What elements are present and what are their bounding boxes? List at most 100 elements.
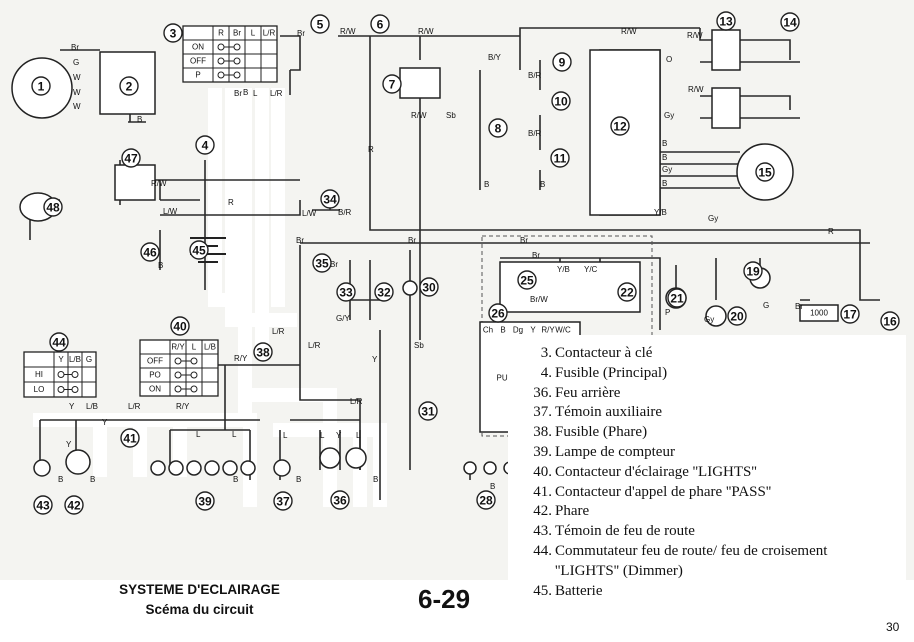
svg-text:2: 2 [126,80,133,94]
meter-lamps-39 [150,460,256,476]
svg-text:25: 25 [520,274,534,288]
wire-label: R/W [621,27,637,36]
relay-7-box [399,67,441,99]
legend-item-number: 44. [533,543,552,559]
wire-label: W [73,73,81,82]
component-marker-11: 11 [550,148,570,168]
wire-label: Br/W [530,295,548,304]
legend-item-number: 37. [533,404,552,421]
wire-label: B/Y [488,53,502,62]
component-marker-37: 37 [273,491,293,511]
wire-label: B/R [528,129,542,138]
wire-label: Y/C [584,265,598,274]
component-marker-2: 2 [119,76,139,96]
wire-label: Y [336,431,342,440]
svg-text:11: 11 [554,152,567,166]
wire-label: Br [234,89,242,98]
component-marker-9: 9 [552,52,572,72]
box-26-label: W/C [555,326,571,335]
svg-text:39: 39 [198,495,212,509]
wire-label: Sb [414,341,424,350]
component-marker-13: 13 [716,11,736,31]
wire-label: Br [330,260,338,269]
wire-label: L/R [270,89,283,98]
wire-label: Y [102,418,108,427]
svg-text:41: 41 [123,432,137,446]
legend-item-number: 45. [533,582,552,599]
component-marker-14: 14 [780,12,800,32]
wire-label: Br [296,236,304,245]
switch-row-label: OFF [190,57,206,66]
component-marker-46: 46 [140,242,160,262]
wire-label: G [73,58,79,67]
wire-label: B [540,180,545,189]
svg-text:16: 16 [883,315,897,329]
wire-label: R [228,198,234,207]
wire-label: R/W [688,85,704,94]
legend-item-text: Fusible (Principal) [555,364,668,381]
wire-label: Br [795,302,803,311]
component-marker-32: 32 [374,282,394,302]
box-26-label: Y [530,326,536,335]
wire-label: R/W [411,111,427,120]
component-marker-40: 40 [170,316,190,336]
component-marker-35: 35 [312,253,332,273]
switch-header: R [218,29,224,38]
wire-label: L [196,430,201,439]
switch-row-label: P [195,71,200,80]
wire-label: R/Y [176,402,190,411]
wire-label: Sb [446,111,456,120]
switch-row-label: ON [192,43,204,52]
switch-header: L/B [69,355,81,364]
wire-label: R [368,145,374,154]
page-number: 30 [886,620,900,634]
switch-row-label: PO [149,371,161,380]
svg-text:20: 20 [730,310,744,324]
diagram-subtitle: Scéma du circuit [145,602,254,617]
meter-17-value: 1000 [810,309,828,318]
horn-13b [711,87,741,129]
wire-label: R/W [151,179,167,188]
wire-label: L [320,431,325,440]
svg-text:32: 32 [377,286,391,300]
component-marker-3: 3 [163,23,183,43]
switch-header: L/R [263,29,276,38]
wire-label: B [373,475,378,484]
wire-label: L/W [163,207,178,216]
lamp-30 [402,280,418,296]
svg-text:47: 47 [124,152,138,166]
svg-text:5: 5 [317,18,324,32]
component-marker-4: 4 [195,135,215,155]
lamp-37 [273,459,291,477]
component-marker-22: 22 [617,282,637,302]
svg-text:13: 13 [719,15,733,29]
legend-item-text: Témoin de feu de route [555,523,695,540]
switch-row-label: OFF [147,357,163,366]
legend-item-number: 40. [533,463,552,480]
box-26-label: B [500,326,505,335]
wire-label: Gy [662,165,672,174]
component-marker-33: 33 [336,282,356,302]
svg-text:15: 15 [758,166,772,180]
wire-label: B [243,88,248,97]
wire-label: W [73,88,81,97]
component-marker-20: 20 [727,306,747,326]
svg-text:48: 48 [46,201,60,215]
wire-label: B [662,139,667,148]
component-marker-42: 42 [64,495,84,515]
component-marker-1: 1 [31,76,51,96]
wire-label: Gy [664,111,674,120]
svg-text:3: 3 [170,27,177,41]
legend-item-number: 3. [540,345,552,361]
wire-label: B [484,180,489,189]
legend-item-text: Fusible (Phare) [555,424,648,441]
page-code: 6-29 [418,584,471,614]
svg-text:34: 34 [323,193,337,207]
meter-17-box [799,304,839,322]
wire-label: L/R [308,341,321,350]
svg-text:45: 45 [192,244,206,258]
component-marker-25: 25 [517,270,537,290]
